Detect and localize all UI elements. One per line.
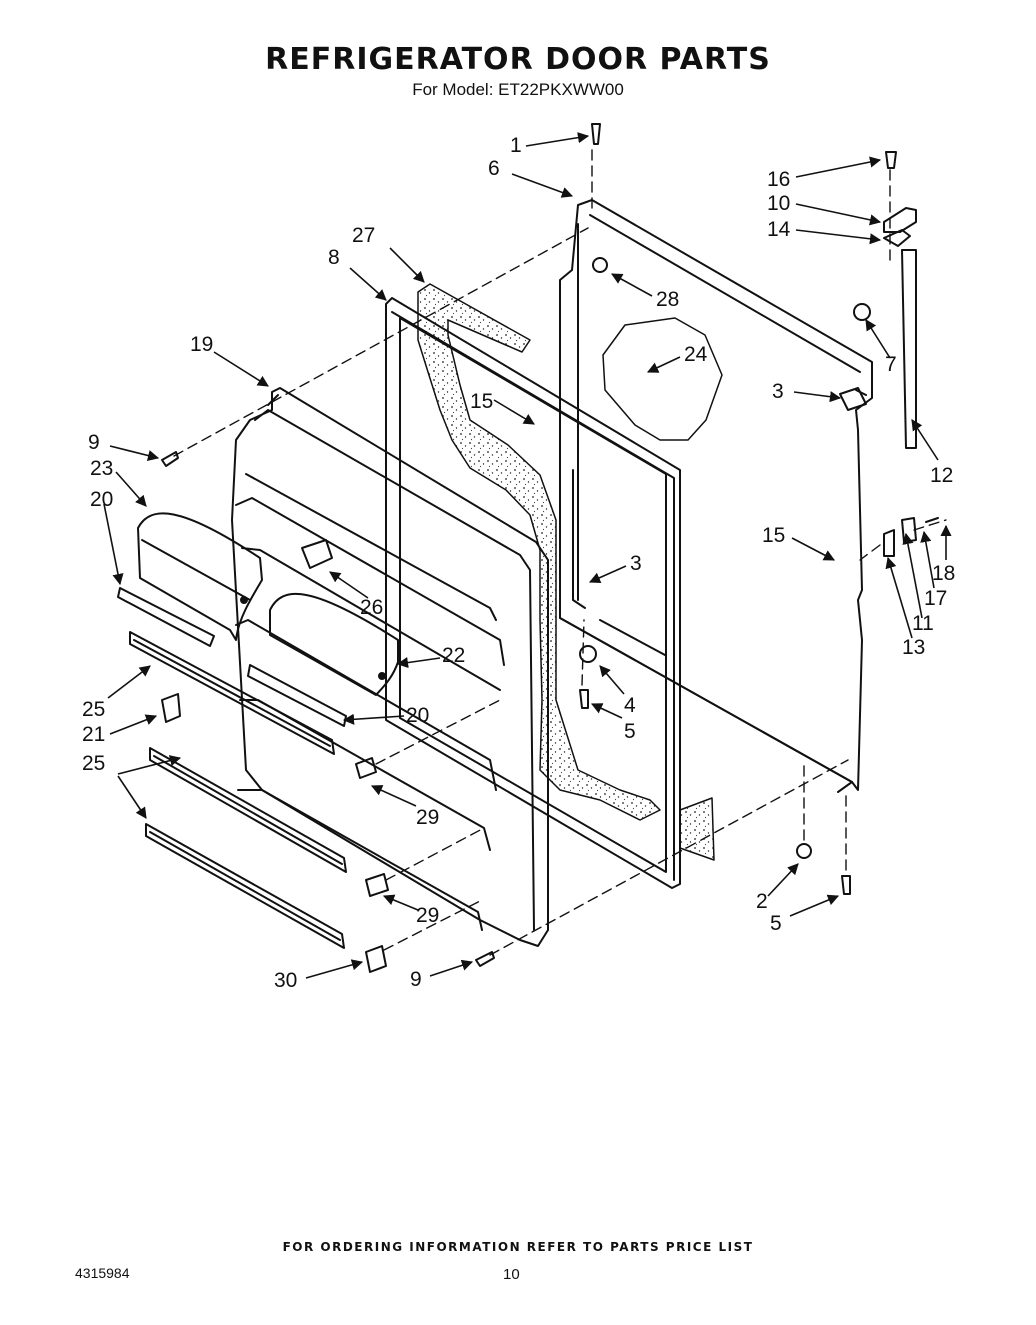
- door-insulation: [417, 283, 715, 861]
- ordering-note: FOR ORDERING INFORMATION REFER TO PARTS …: [282, 1240, 754, 1254]
- callout-21: 21: [82, 723, 105, 746]
- callout-3-upper: 3: [772, 380, 784, 403]
- callout-8: 8: [328, 246, 340, 269]
- callout-19: 19: [190, 333, 213, 356]
- callout-5-bottom: 5: [770, 912, 782, 935]
- callout-7: 7: [885, 353, 897, 376]
- callout-22: 22: [442, 644, 465, 667]
- end-cap-30: [365, 945, 387, 973]
- door-bin-upper: [137, 512, 263, 641]
- page-title: REFRIGERATOR DOOR PARTS: [265, 42, 771, 77]
- assembly-lines: [173, 149, 947, 956]
- door-gasket: [385, 297, 681, 889]
- callout-24: 24: [684, 343, 708, 366]
- callout-26: 26: [360, 596, 383, 619]
- callout-9-lower: 9: [410, 968, 422, 991]
- callout-15-upper: 15: [470, 390, 493, 413]
- callout-20-center: 20: [406, 704, 429, 727]
- trim-strip-2: [149, 747, 347, 873]
- model-subtitle: For Model: ET22PKXWW00: [412, 80, 624, 99]
- callout-4: 4: [624, 694, 636, 717]
- screws: [161, 123, 897, 967]
- callout-10: 10: [767, 192, 790, 215]
- end-cap-29-upper: [355, 757, 377, 779]
- door-bin-lower: [269, 592, 399, 696]
- callout-25-upper: 25: [82, 698, 105, 721]
- callout-29-upper: 29: [416, 806, 439, 829]
- page-number: 10: [503, 1266, 520, 1283]
- callout-18: 18: [932, 562, 955, 585]
- clip-26: [301, 539, 333, 569]
- callout-30: 30: [274, 969, 297, 992]
- callout-5-center: 5: [624, 720, 636, 743]
- callout-1: 1: [510, 134, 522, 157]
- callout-12: 12: [930, 464, 953, 487]
- callout-16: 16: [767, 168, 790, 191]
- callout-11: 11: [912, 612, 934, 635]
- callout-20-left: 20: [90, 488, 113, 511]
- inner-door-liner: [231, 387, 549, 947]
- callout-9-upper: 9: [88, 431, 100, 454]
- callout-25-lower: 25: [82, 752, 105, 775]
- callout-labels: 1 6 16 10 14 27 8 28 19 24 7 15 3 9 23 2…: [82, 134, 955, 992]
- shelf-rail-lower: [247, 664, 347, 727]
- callout-27: 27: [352, 224, 375, 247]
- shelf-rail-upper: [117, 587, 215, 647]
- callout-29-lower: 29: [416, 904, 439, 927]
- document-number: 4315984: [75, 1265, 130, 1281]
- trim-strip-1: [129, 631, 335, 755]
- callout-23: 23: [90, 457, 113, 480]
- end-cap-29-lower: [365, 873, 389, 897]
- callout-14: 14: [767, 218, 791, 241]
- outer-door-panel: [559, 199, 873, 793]
- callout-15-lower: 15: [762, 524, 785, 547]
- trim-strip-3: [145, 823, 345, 949]
- callout-2: 2: [756, 890, 768, 913]
- callout-6: 6: [488, 157, 500, 180]
- callout-17: 17: [924, 587, 947, 610]
- callout-13: 13: [902, 636, 925, 659]
- callout-28: 28: [656, 288, 679, 311]
- bracket-21: [161, 693, 181, 723]
- leader-arrows: [103, 132, 952, 979]
- hinge-assembly: [839, 207, 939, 557]
- callout-3-lower: 3: [630, 552, 642, 575]
